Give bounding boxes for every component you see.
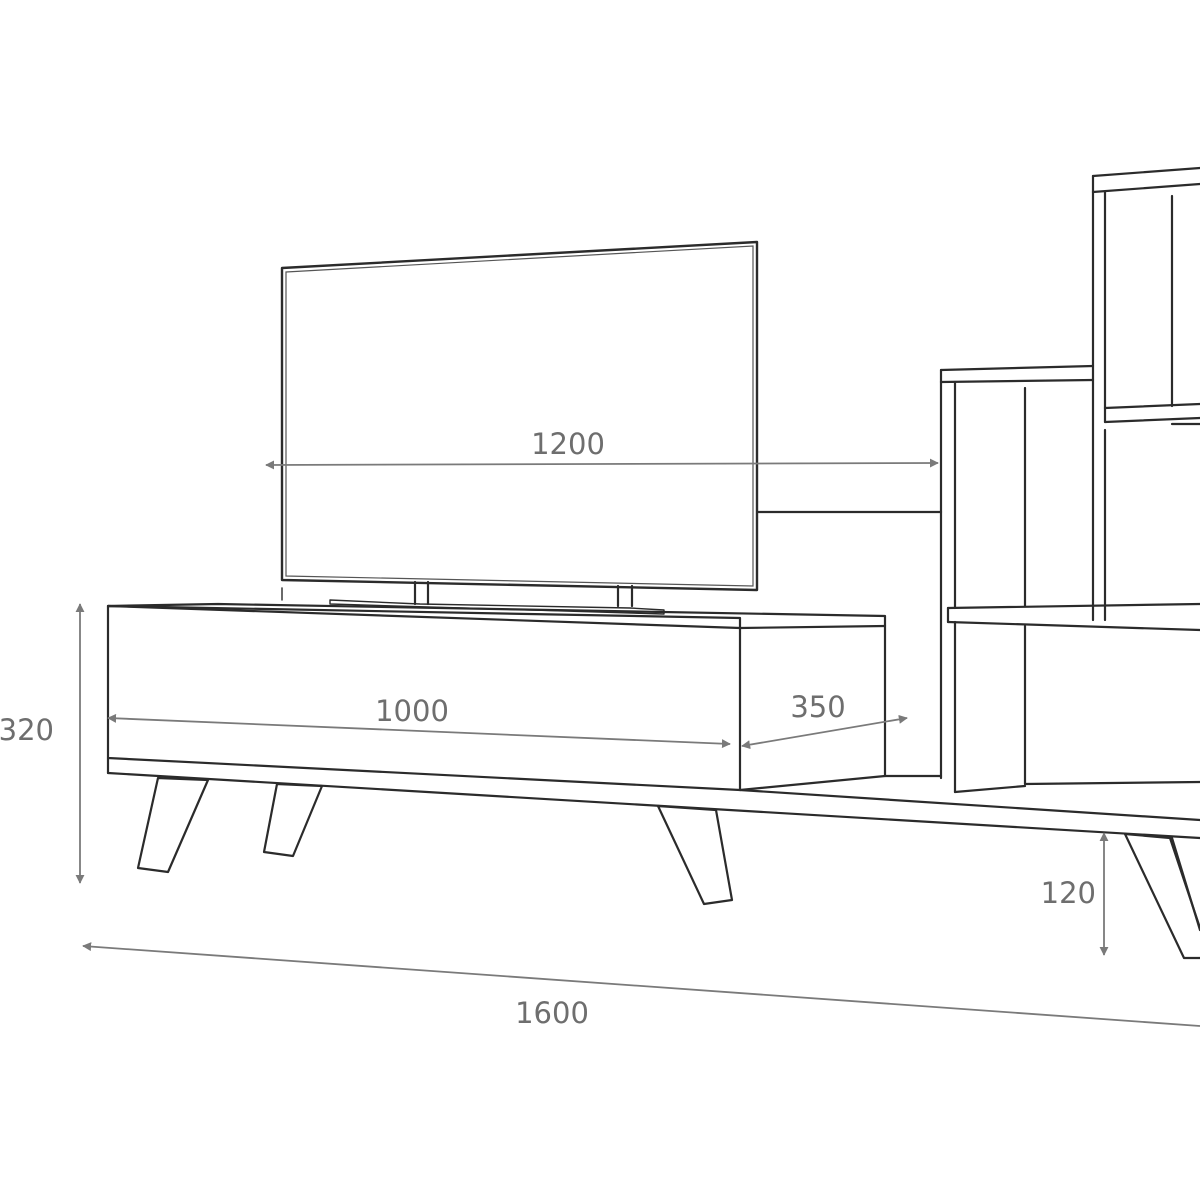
dim-line-tv-width — [265, 458, 939, 470]
television — [280, 240, 759, 615]
label-leg-height: 120 — [1041, 876, 1096, 910]
dim-line-cabinet-depth — [741, 714, 908, 750]
label-tv-width: 1200 — [531, 427, 605, 461]
tv-cabinet — [106, 602, 887, 792]
label-total-height: 320 — [0, 713, 54, 747]
dim-line-cabinet-width — [107, 713, 731, 749]
base-board — [106, 756, 1200, 840]
label-total-length: 1600 — [515, 996, 589, 1030]
label-cabinet-depth: 350 — [790, 690, 845, 724]
label-cabinet-width: 1000 — [375, 694, 449, 728]
cabinet-legs — [136, 776, 1200, 960]
bookshelf — [756, 166, 1200, 794]
dimension-lines — [75, 458, 1200, 1027]
dim-line-total-length — [82, 942, 1200, 1027]
dimension-labels: 1200 1000 350 320 120 1600 — [0, 427, 1096, 1030]
